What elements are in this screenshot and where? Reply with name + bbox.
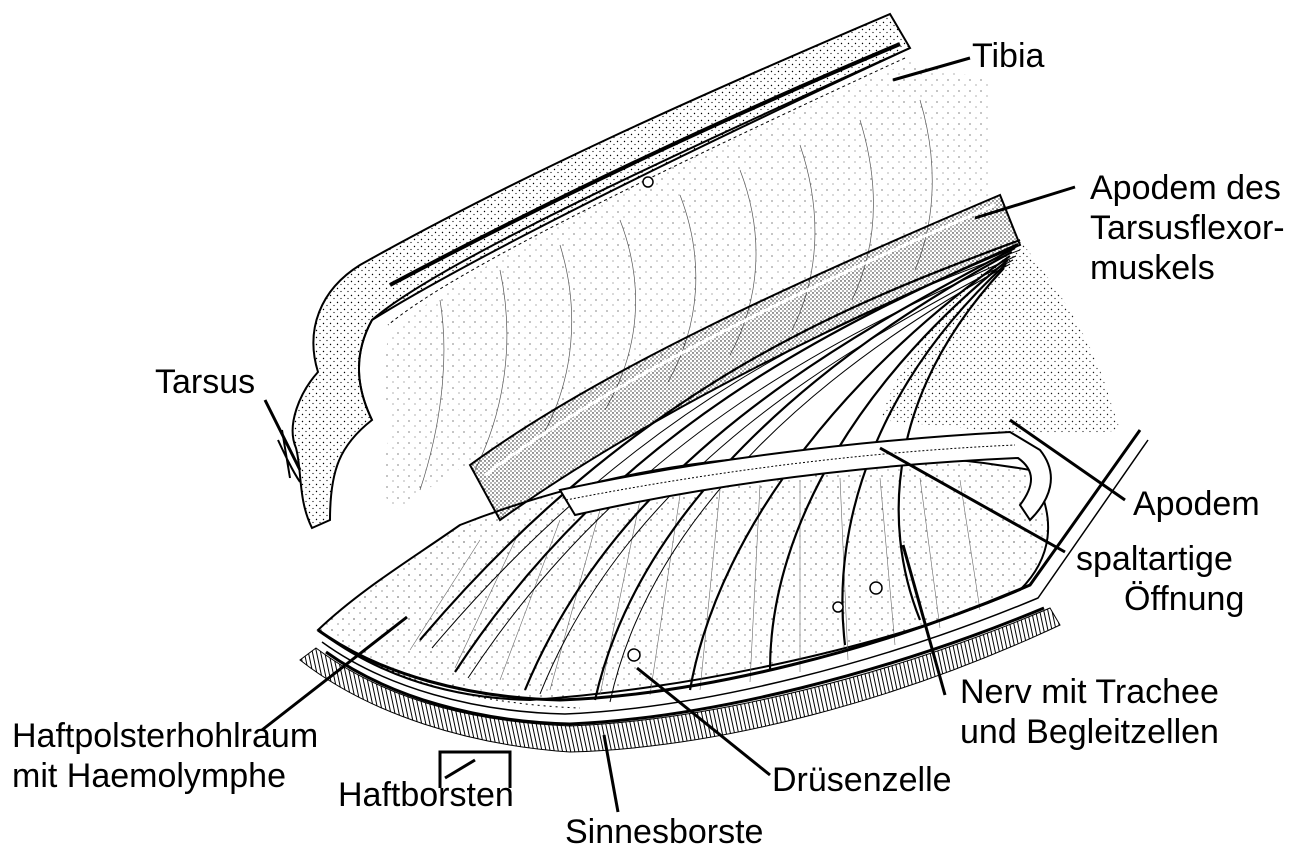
label-sinnesborste: Sinnesborste [565,812,763,852]
label-druesenzelle: Drüsenzelle [772,760,952,800]
label-haftpolsterhohlraum: Haftpolsterhohlraum mit Haemolymphe [12,716,318,796]
label-apodem-tarsusflexor: Apodem des Tarsusflexor- muskels [1090,168,1285,288]
label-tarsus: Tarsus [155,362,255,402]
label-apodem: Apodem [1133,484,1260,524]
label-tibia: Tibia [972,36,1044,76]
label-haftborsten: Haftborsten [338,775,514,815]
label-spaltartige-oeffnung: spaltartige Öffnung [1076,539,1244,619]
label-nerv-trachee: Nerv mit Trachee und Begleitzellen [960,672,1219,752]
